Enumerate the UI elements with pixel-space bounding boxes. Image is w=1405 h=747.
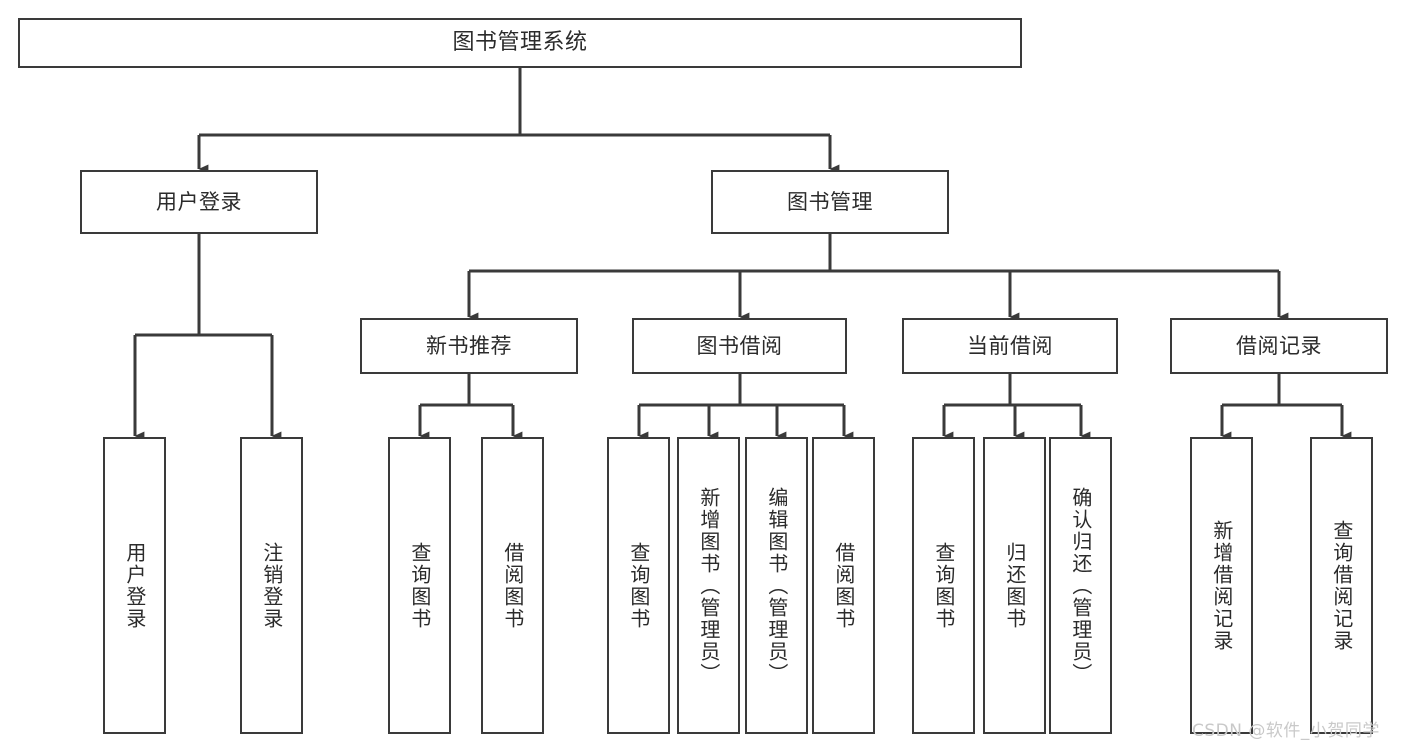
node-label: 查询图书 xyxy=(626,541,651,630)
node-label: 确认归还（管理员） xyxy=(1068,486,1093,685)
node-label: 查询图书 xyxy=(931,541,956,630)
node-leaf-user-login[interactable]: 用户登录 xyxy=(103,437,166,734)
node-l3-record[interactable]: 借阅记录 xyxy=(1170,318,1388,374)
node-label: 图书管理 xyxy=(787,189,873,214)
node-label: 借阅图书 xyxy=(500,541,525,630)
csdn-watermark: CSDN @软件_小贺同学 xyxy=(1192,721,1380,741)
node-leaf-new-borrow[interactable]: 借阅图书 xyxy=(481,437,544,734)
node-root[interactable]: 图书管理系统 xyxy=(18,18,1022,68)
node-leaf-borrow-edit[interactable]: 编辑图书（管理员） xyxy=(745,437,808,734)
node-leaf-borrow-lend[interactable]: 借阅图书 xyxy=(812,437,875,734)
edge-paths xyxy=(133,68,1352,441)
node-leaf-rec-query[interactable]: 查询借阅记录 xyxy=(1310,437,1373,734)
node-label: 注销登录 xyxy=(259,541,284,630)
node-label: 归还图书 xyxy=(1002,541,1027,630)
node-label: 新增借阅记录 xyxy=(1209,519,1234,652)
node-label: 用户登录 xyxy=(156,189,242,214)
node-label: 查询借阅记录 xyxy=(1329,519,1354,652)
node-l2-book[interactable]: 图书管理 xyxy=(711,170,949,234)
node-label: 编辑图书（管理员） xyxy=(764,486,789,685)
node-leaf-borrow-add[interactable]: 新增图书（管理员） xyxy=(677,437,740,734)
node-l3-borrow[interactable]: 图书借阅 xyxy=(632,318,847,374)
node-leaf-rec-add[interactable]: 新增借阅记录 xyxy=(1190,437,1253,734)
node-l3-current[interactable]: 当前借阅 xyxy=(902,318,1118,374)
node-label: 查询图书 xyxy=(407,541,432,630)
node-label: 借阅图书 xyxy=(831,541,856,630)
node-label: 图书管理系统 xyxy=(452,30,588,56)
node-label: 借阅记录 xyxy=(1236,333,1322,358)
node-leaf-borrow-query[interactable]: 查询图书 xyxy=(607,437,670,734)
node-label: 新增图书（管理员） xyxy=(696,486,721,685)
node-label: 用户登录 xyxy=(122,541,147,630)
node-l2-user[interactable]: 用户登录 xyxy=(80,170,318,234)
node-label: 新书推荐 xyxy=(426,333,512,358)
node-leaf-user-logout[interactable]: 注销登录 xyxy=(240,437,303,734)
node-leaf-cur-confirm[interactable]: 确认归还（管理员） xyxy=(1049,437,1112,734)
node-leaf-cur-return[interactable]: 归还图书 xyxy=(983,437,1046,734)
node-label: 当前借阅 xyxy=(967,333,1053,358)
node-label: 图书借阅 xyxy=(696,333,783,358)
node-leaf-cur-query[interactable]: 查询图书 xyxy=(912,437,975,734)
node-leaf-new-query[interactable]: 查询图书 xyxy=(388,437,451,734)
node-l3-new[interactable]: 新书推荐 xyxy=(360,318,578,374)
